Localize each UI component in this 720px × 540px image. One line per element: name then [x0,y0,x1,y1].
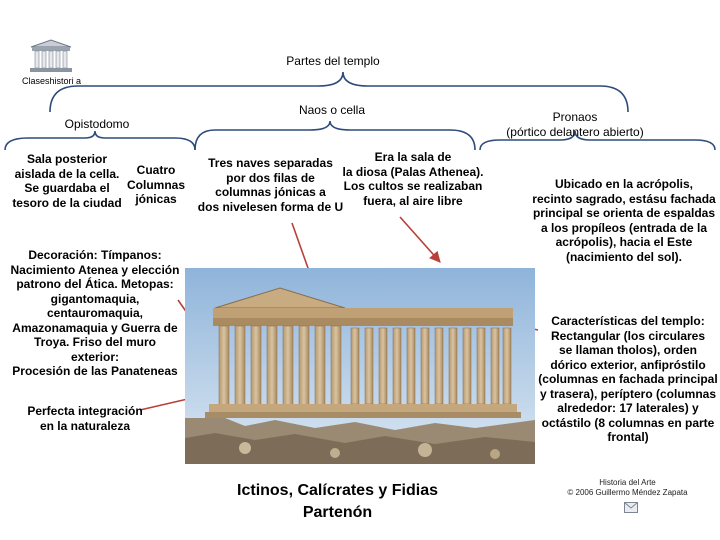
label-pronaos-line1: Pronaos [552,110,598,124]
block-sala-diosa: Era la sala de la diosa (Palas Athenea).… [338,150,488,208]
text-line: se llaman tholos), orden [558,343,698,357]
text-line: gigantomaquia, [50,291,140,306]
text-line: columnas jónicas a [215,185,326,199]
text-line: aislada de la cella. [14,166,120,181]
text-line: a los propíleos (entrada de la [540,220,708,235]
text-line: dos nivelesen forma de U [197,199,344,214]
arrow-pronaos [399,216,441,263]
text-line: (columnas en fachada principal [538,372,718,386]
text-line: fuera, al aire libre [363,193,463,208]
text-line: acrópolis), hacia el Este [555,235,693,249]
text-line: Era la sala de [374,150,452,164]
credit-line2: © 2006 Guillermo Méndez Zapata [567,488,688,497]
text-line: en la naturaleza [39,418,131,433]
caption-architects: Ictinos, Calícrates y Fidias [237,482,438,499]
block-caracteristicas: Características del templo: Rectangular … [536,314,720,445]
block-ubicado: Ubicado en la acrópolis, recinto sagrado… [530,177,718,264]
opistodomo-brace [4,130,196,151]
credit-line1: Historia del Arte [599,478,656,487]
text-line: centauromaquia, [46,306,144,320]
text-line: Se guardaba el [24,181,110,195]
text-line: Rectangular (los circulares [550,328,706,343]
text-line: Decoración: Tímpanos: [28,248,162,262]
text-line: dórico exterior, anfipróstilo [550,357,706,372]
text-line: alrededor: 17 laterales) y [557,401,699,415]
credit: Historia del Arte © 2006 Guillermo Ménde… [540,478,715,498]
text-line: Columnas [126,177,185,192]
text-line: principal se orienta de espaldas [532,206,716,220]
block-integracion: Perfecta integración en la naturaleza [20,404,150,433]
text-line: frontal) [607,430,649,444]
text-line: patrono del Ática. Metopas: [16,277,174,291]
page-title: Partes del templo [286,54,380,68]
text-line: Sala posterior [26,152,108,166]
text-line: Ubicado en la acrópolis, [554,177,694,191]
label-opistodomo: Opistodomo [64,117,130,131]
naos-brace [194,120,476,151]
logo-caption: Claseshistori a [22,76,82,86]
text-line: Troya. Friso del muro [33,335,157,349]
caption-temple-name: Partenón [302,504,373,521]
text-line: Nacimiento Atenea y elección [10,262,180,277]
text-line: octástilo (8 columnas en parte [541,415,715,430]
parthenon-photo [185,268,535,464]
text-line: (nacimiento del sol). [565,249,682,264]
text-line: recinto sagrado, estásu fachada [532,191,716,206]
text-line: por dos filas de [226,170,315,185]
text-line: Amazonamaquia y Guerra de [12,320,178,335]
greek-temple-icon [30,39,72,72]
text-line: Tres naves separadas [208,156,333,170]
photo-caption: Ictinos, Calícrates y Fidias Partenón [210,480,465,524]
main-brace [49,71,629,113]
label-pronaos: Pronaos (pórtico delantero abierto) [490,110,660,139]
block-decoracion: Decoración: Tímpanos: Nacimiento Atenea … [5,248,185,379]
text-line: Procesión de las Panateneas [12,364,178,378]
text-line: jónicas [135,192,177,206]
envelope-icon[interactable] [624,502,638,513]
text-line: tesoro de la ciudad [12,195,122,210]
text-line: Cuatro [136,163,176,177]
block-tres-naves: Tres naves separadas por dos filas de co… [193,156,348,214]
text-line: y trasera), períptero (columnas [539,386,717,401]
text-line: Perfecta integración [27,404,143,418]
text-line: la diosa (Palas Athenea). [342,164,484,179]
label-naos: Naos o cella [298,103,366,117]
text-line: Características del templo: [551,314,705,328]
label-pronaos-line2: (pórtico delantero abierto) [506,124,644,139]
block-sala-posterior: Sala posterior aislada de la cella. Se g… [2,152,132,210]
block-cuatro-columnas: Cuatro Columnas jónicas [122,163,190,207]
pronaos-brace [479,130,716,151]
text-line: exterior: [70,349,120,364]
text-line: Los cultos se realizaban [343,179,483,193]
